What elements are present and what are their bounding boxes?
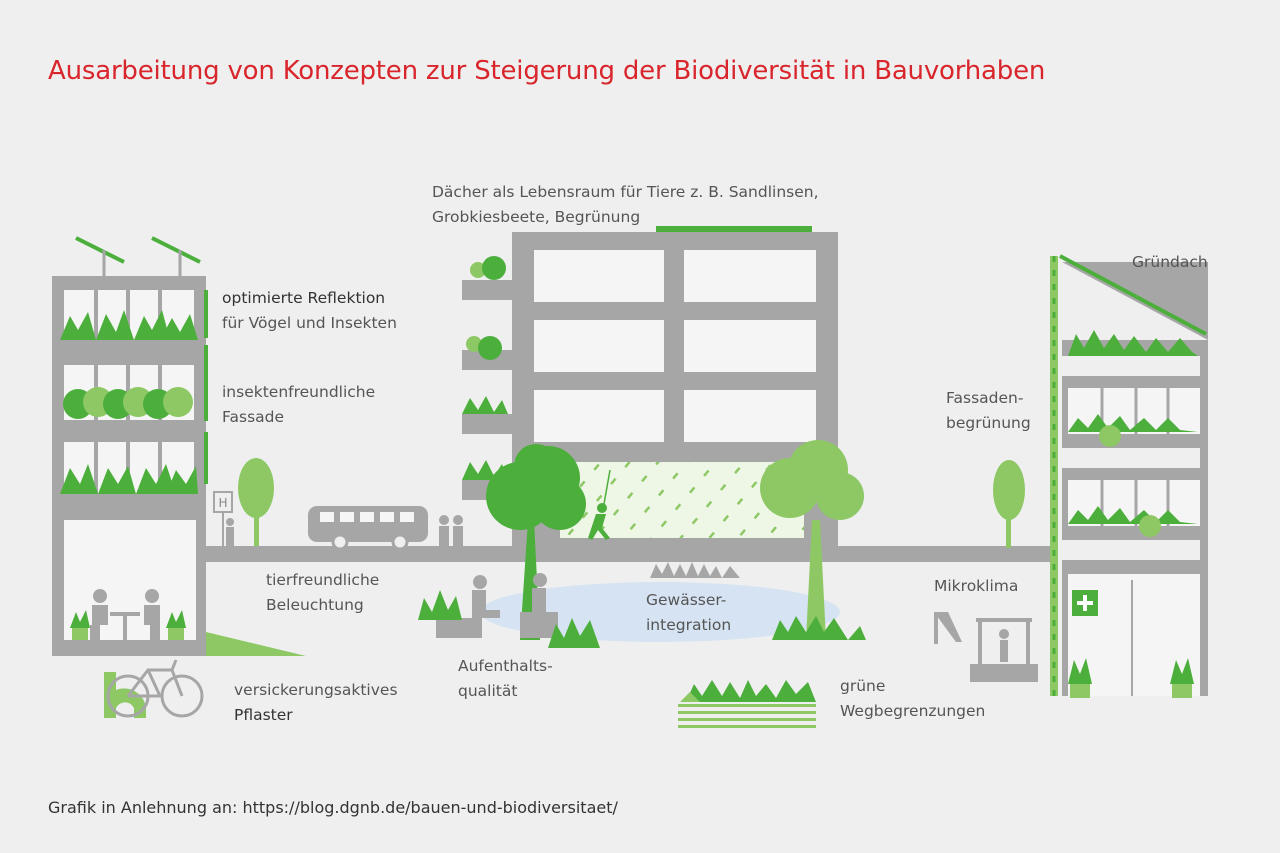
label-facade-line1: insektenfreundliche (222, 383, 376, 401)
label-paving-line2: Pflaster (234, 706, 293, 724)
cafe-plants (70, 610, 186, 640)
left-balcony-grass (60, 310, 198, 494)
label-stay-quality: Aufenthalts- qualität (458, 654, 553, 704)
label-water: Gewässer- integration (646, 588, 731, 638)
street-tree-right (993, 460, 1025, 548)
label-paths-line2: Wegbegrenzungen (840, 702, 986, 720)
label-reflection-line2: für Vögel und Insekten (222, 314, 397, 332)
park-grass (418, 590, 866, 648)
label-microclimate: Mikroklima (934, 577, 1019, 595)
label-roofs: Dächer als Lebensraum für Tiere z. B. Sa… (432, 180, 819, 230)
label-water-line1: Gewässer- (646, 591, 727, 609)
playground-icon (934, 612, 1038, 682)
label-lighting-line1: tierfreundliche (266, 571, 380, 589)
bus-icon (308, 506, 428, 551)
label-water-line2: integration (646, 616, 732, 634)
reed-icon (650, 562, 740, 578)
label-roofs-line1: Dächer als Lebensraum für Tiere z. B. Sa… (432, 183, 819, 201)
label-roofs-line2: Grobkiesbeete, Begrünung (432, 208, 641, 226)
label-facade-greening: Fassaden- begrünung (946, 386, 1031, 436)
label-reflection: optimierte Reflektion für Vögel und Inse… (222, 286, 397, 336)
bus-stop-icon (213, 491, 234, 546)
right-potted-plants (1068, 658, 1194, 698)
label-green-roof: Gründach (1132, 253, 1208, 271)
pedestrians-icon (439, 515, 463, 546)
label-paving: versickerungsaktives Pflaster (234, 678, 398, 728)
label-facade-line2: Fassade (222, 408, 285, 426)
right-building (1059, 254, 1208, 696)
right-balcony-plants (1068, 330, 1198, 537)
street-tree-left (238, 458, 274, 546)
seating-people-icon (436, 573, 558, 638)
source-note: Grafik in Anlehnung an: https://blog.dgn… (48, 798, 618, 817)
left-balcony-bushes (63, 387, 193, 419)
label-reflection-line1: optimierte Reflektion (222, 289, 386, 307)
label-green-paths: grüne Wegbegrenzungen (840, 674, 985, 724)
label-stay-line1: Aufenthalts- (458, 657, 553, 675)
label-stay-line2: qualität (458, 682, 518, 700)
cafe-people-icon (90, 589, 160, 640)
label-facade: insektenfreundliche Fassade (222, 380, 375, 430)
label-paving-line1: versickerungsaktives (234, 681, 398, 699)
infographic-title: Ausarbeitung von Konzepten zur Steigerun… (48, 56, 1046, 86)
green-path-border-icon (678, 680, 816, 728)
bicycle-icon (106, 659, 204, 718)
bus-stop-sign: H (218, 496, 227, 510)
label-facade-greening-line2: begrünung (946, 414, 1031, 432)
facade-climbing-plant (1050, 256, 1058, 696)
label-paths-line1: grüne (840, 677, 886, 695)
climber-icon (588, 469, 611, 540)
center-tree-right (760, 440, 864, 640)
label-lighting-line2: Beleuchtung (266, 596, 364, 614)
label-facade-greening-line1: Fassaden- (946, 389, 1024, 407)
label-lighting: tierfreundliche Beleuchtung (266, 568, 379, 618)
